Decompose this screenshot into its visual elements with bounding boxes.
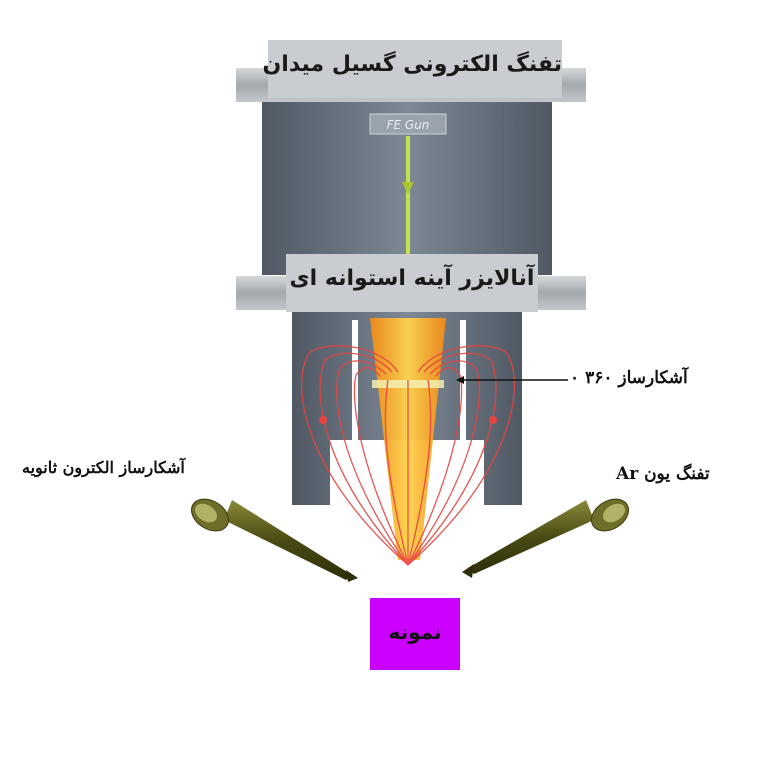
beam-arrow — [402, 182, 414, 194]
ion-gun-icon — [462, 498, 630, 578]
sample-label: نمونه — [388, 620, 442, 644]
inner-cylinder-right — [460, 320, 466, 510]
top-banner-label: تفنگ الکترونی گسیل میدان — [262, 52, 562, 77]
probe-icon — [190, 498, 358, 582]
field-marker-right — [489, 416, 497, 424]
upper-column: FE Gun — [236, 68, 586, 275]
mid-banner — [286, 254, 538, 312]
fe-gun-box — [369, 113, 447, 135]
field-lines — [301, 345, 515, 566]
mid-banner-label: آنالایزر آینه استوانه ای — [289, 266, 535, 291]
ion-gun-label: تفنگ یون Ar — [616, 464, 710, 484]
field-marker-left — [319, 416, 327, 424]
sample-block — [370, 598, 460, 670]
inner-cylinder-left — [352, 320, 358, 510]
top-banner — [268, 40, 562, 98]
fe-gun-label: FE Gun — [387, 118, 430, 132]
detector-pointer-arrow — [456, 376, 464, 384]
secondary-detector-label: آشکارساز الکترون ثانویه — [22, 458, 185, 477]
detector-360-label: آشکارساز ۳۶۰ ۰ — [570, 368, 688, 388]
